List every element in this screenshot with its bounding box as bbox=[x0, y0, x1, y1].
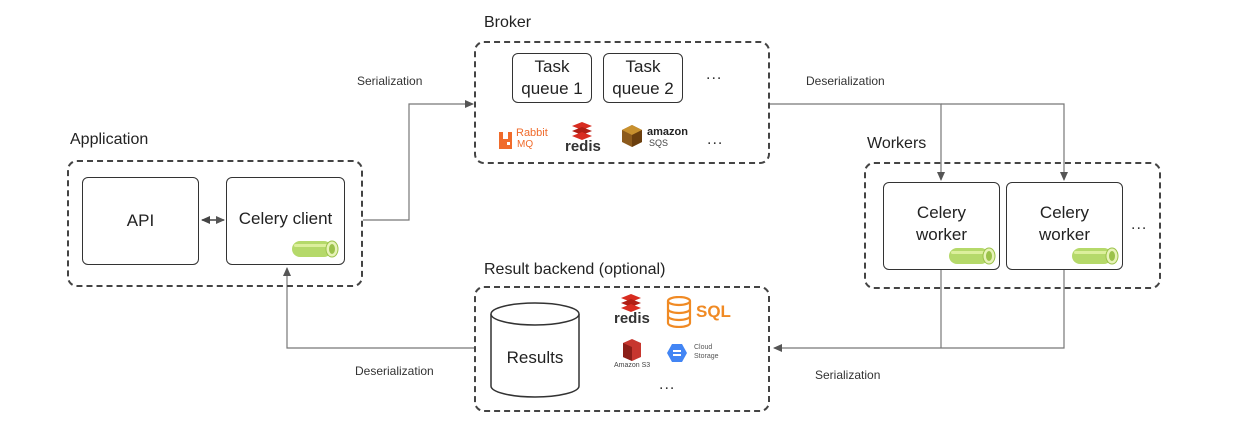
api-node: API bbox=[82, 177, 199, 265]
celery-worker-1-label: Celery worker bbox=[915, 203, 967, 244]
result-backend-group bbox=[474, 286, 770, 412]
task-queue-2: Task queue 2 bbox=[603, 53, 683, 103]
celery-client-logo bbox=[290, 240, 340, 258]
redis-logo: redis bbox=[565, 122, 601, 158]
application-title: Application bbox=[70, 131, 149, 148]
edge-backend-to-client bbox=[283, 267, 474, 349]
celery-worker-2-logo bbox=[1070, 247, 1120, 265]
deserialization-label-top: Deserialization bbox=[806, 74, 885, 88]
broker-queue-ellipsis: ... bbox=[706, 66, 723, 83]
results-database-icon bbox=[490, 302, 580, 398]
broker-logo-ellipsis: ... bbox=[707, 131, 724, 148]
celery-client-label: Celery client bbox=[238, 209, 333, 228]
result-backend-title: Result backend (optional) bbox=[484, 261, 666, 278]
broker-title: Broker bbox=[484, 14, 532, 31]
task-queue-1: Task queue 1 bbox=[512, 53, 592, 103]
application-group bbox=[67, 160, 363, 287]
broker-group bbox=[474, 41, 770, 164]
amazon-sqs-logo: amazon SQS bbox=[621, 124, 691, 152]
workers-group bbox=[864, 162, 1161, 289]
amazon-s3-logo: Amazon S3 bbox=[612, 338, 656, 372]
edge-worker-2-to-backend bbox=[773, 270, 1065, 352]
results-node: Results bbox=[506, 348, 564, 367]
serialization-label-bottom: Serialization bbox=[815, 368, 881, 382]
workers-ellipsis: ... bbox=[1131, 216, 1148, 233]
celery-worker-1-logo bbox=[947, 247, 997, 265]
edge-client-to-broker bbox=[363, 100, 474, 221]
sql-logo: SQL bbox=[665, 296, 731, 328]
edge-broker-to-worker-2 bbox=[941, 103, 1068, 181]
backend-logo-ellipsis: ... bbox=[659, 376, 676, 393]
celery-worker-2-label: Celery worker bbox=[1038, 203, 1090, 244]
workers-title: Workers bbox=[867, 135, 927, 152]
rabbitmq-logo: Rabbit MQ bbox=[498, 124, 554, 152]
serialization-label-top: Serialization bbox=[357, 74, 423, 88]
deserialization-label-bottom: Deserialization bbox=[355, 364, 434, 378]
cloud-storage-logo: Cloud Storage bbox=[665, 342, 725, 366]
redis-backend-logo: redis bbox=[614, 294, 654, 330]
